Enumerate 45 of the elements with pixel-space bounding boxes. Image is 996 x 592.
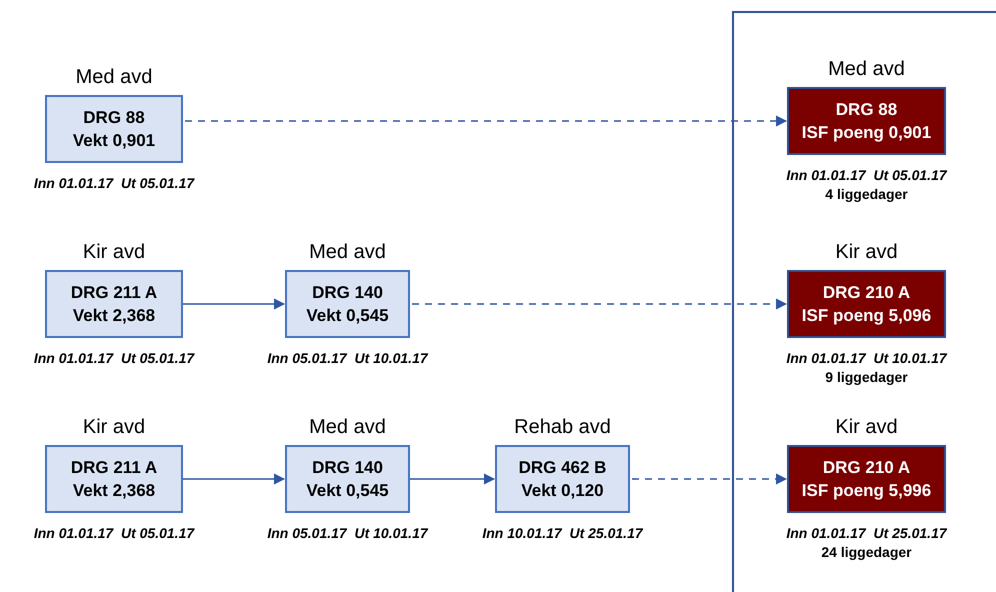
drg-weight: ISF poeng 0,901 — [802, 122, 932, 144]
department-heading: Kir avd — [82, 241, 146, 264]
stay-length: 4 liggedager — [825, 185, 908, 204]
drg-weight: Vekt 2,368 — [72, 305, 156, 327]
date-range: Inn 10.01.17 Ut 25.01.17 — [482, 524, 643, 543]
department-heading: Med avd — [76, 66, 152, 89]
drg-weight: Vekt 2,368 — [72, 480, 156, 502]
drg-code: DRG 211 A — [70, 282, 158, 304]
date-range: Inn 05.01.17 Ut 10.01.17 — [267, 524, 428, 543]
date-range: Inn 01.01.17 Ut 05.01.17 — [786, 166, 947, 185]
department-heading: Kir avd — [835, 241, 898, 264]
department-heading: Kir avd — [82, 416, 146, 439]
date-range: Inn 01.01.17 Ut 05.01.17 — [34, 349, 194, 368]
stay-length: 9 liggedager — [825, 368, 908, 387]
drg-code: DRG 210 A — [822, 282, 910, 304]
department-heading: Rehab avd — [514, 416, 611, 439]
stay-length: 24 liggedager — [821, 543, 912, 562]
drg-code: DRG 462 B — [518, 457, 606, 479]
drg-weight: ISF poeng 5,096 — [802, 305, 932, 327]
drg-code: DRG 210 A — [822, 457, 910, 479]
drg-weight: Vekt 0,545 — [306, 305, 389, 327]
date-range: Inn 01.01.17 Ut 05.01.17 — [34, 524, 194, 543]
drg-weight: Vekt 0,901 — [72, 130, 156, 152]
arrow — [632, 473, 788, 485]
department-heading: Med avd — [828, 58, 905, 81]
department-heading: Med avd — [309, 416, 386, 439]
date-range: Inn 01.01.17 Ut 10.01.17 — [786, 349, 947, 368]
arrow — [185, 115, 788, 127]
drg-weight: Vekt 0,545 — [306, 480, 389, 502]
arrow — [410, 473, 496, 485]
date-range: Inn 01.01.17 Ut 25.01.17 — [786, 524, 947, 543]
drg-code: DRG 88 — [836, 99, 898, 121]
department-heading: Med avd — [309, 241, 386, 264]
drg-code: DRG 140 — [312, 457, 383, 479]
drg-code: DRG 140 — [312, 282, 383, 304]
arrow — [183, 298, 286, 310]
department-heading: Kir avd — [835, 416, 898, 439]
arrow — [183, 473, 286, 485]
date-range: Inn 01.01.17 Ut 05.01.17 — [34, 174, 194, 193]
drg-code: DRG 211 A — [70, 457, 158, 479]
arrow — [412, 298, 788, 310]
drg-code: DRG 88 — [83, 107, 145, 129]
date-range: Inn 05.01.17 Ut 10.01.17 — [267, 349, 428, 368]
drg-weight: Vekt 0,120 — [521, 480, 604, 502]
drg-weight: ISF poeng 5,996 — [802, 480, 932, 502]
